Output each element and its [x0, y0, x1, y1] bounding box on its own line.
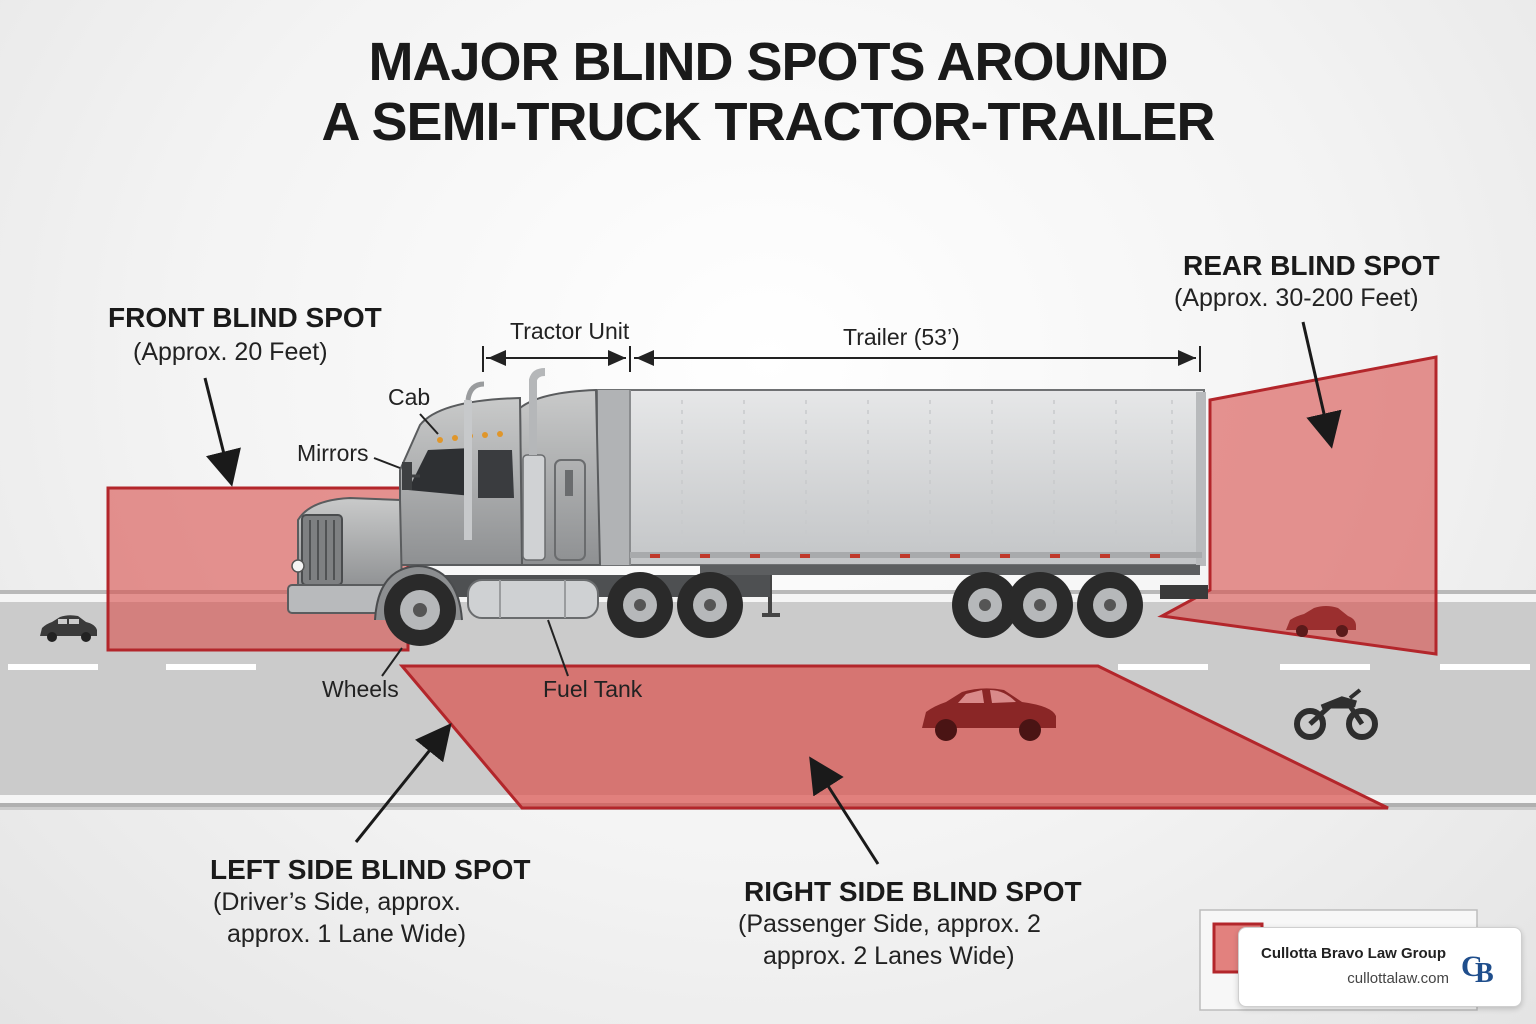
label-cab: Cab: [388, 384, 431, 410]
left-side-blind-spot-title: LEFT SIDE BLIND SPOT: [210, 854, 531, 885]
cab: [399, 388, 602, 566]
svg-text:C: C: [1461, 950, 1483, 983]
right-side-blind-spot-zone: [398, 664, 1389, 810]
firm-logo-icon: C B: [1461, 950, 1494, 989]
label-tractor-unit: Tractor Unit: [510, 318, 630, 344]
label-wheels: Wheels: [322, 676, 399, 702]
firm-url: cullottalaw.com: [1347, 970, 1449, 987]
page-title-line1: MAJOR BLIND SPOTS AROUND: [368, 32, 1168, 92]
page-title-line2: A SEMI-TRUCK TRACTOR-TRAILER: [321, 92, 1216, 152]
front-blind-spot-title: FRONT BLIND SPOT: [108, 302, 382, 333]
rear-blind-spot-subtitle: (Approx. 30-200 Feet): [1174, 284, 1419, 312]
car-side-icon: [922, 688, 1056, 741]
svg-text:B: B: [1475, 958, 1494, 989]
callout-arrows: [203, 321, 1342, 865]
part-leader-lines: [373, 413, 569, 677]
left-side-blind-spot-subtitle-1: (Driver’s Side, approx.: [213, 888, 461, 916]
semi-truck: [287, 368, 1208, 646]
wheels: [384, 572, 1143, 646]
rear-blind-spot-title: REAR BLIND SPOT: [1183, 250, 1440, 281]
dimension-lines: [482, 346, 1201, 372]
car-rear-icon: [1286, 606, 1356, 637]
lane-dashes: [8, 664, 1530, 670]
firm-name: Cullotta Bravo Law Group: [1261, 945, 1447, 962]
label-mirrors: Mirrors: [297, 440, 369, 466]
right-side-blind-spot-title: RIGHT SIDE BLIND SPOT: [744, 876, 1082, 907]
right-side-blind-spot-subtitle-1: (Passenger Side, approx. 2: [738, 910, 1041, 938]
left-side-blind-spot-subtitle-2: approx. 1 Lane Wide): [227, 920, 467, 948]
label-trailer: Trailer (53’): [843, 324, 960, 350]
front-blind-spot-subtitle: (Approx. 20 Feet): [133, 338, 328, 366]
motorcycle-icon: [1294, 688, 1378, 740]
credit-card: Cullotta Bravo Law Group cullottalaw.com…: [1238, 927, 1522, 1007]
label-fuel-tank: Fuel Tank: [543, 676, 643, 702]
fuel-tank: [467, 579, 599, 619]
car-left-icon: [40, 615, 97, 642]
right-side-blind-spot-subtitle-2: approx. 2 Lanes Wide): [763, 942, 1015, 970]
mirror: [402, 462, 420, 490]
trailer-body: [597, 389, 1208, 617]
